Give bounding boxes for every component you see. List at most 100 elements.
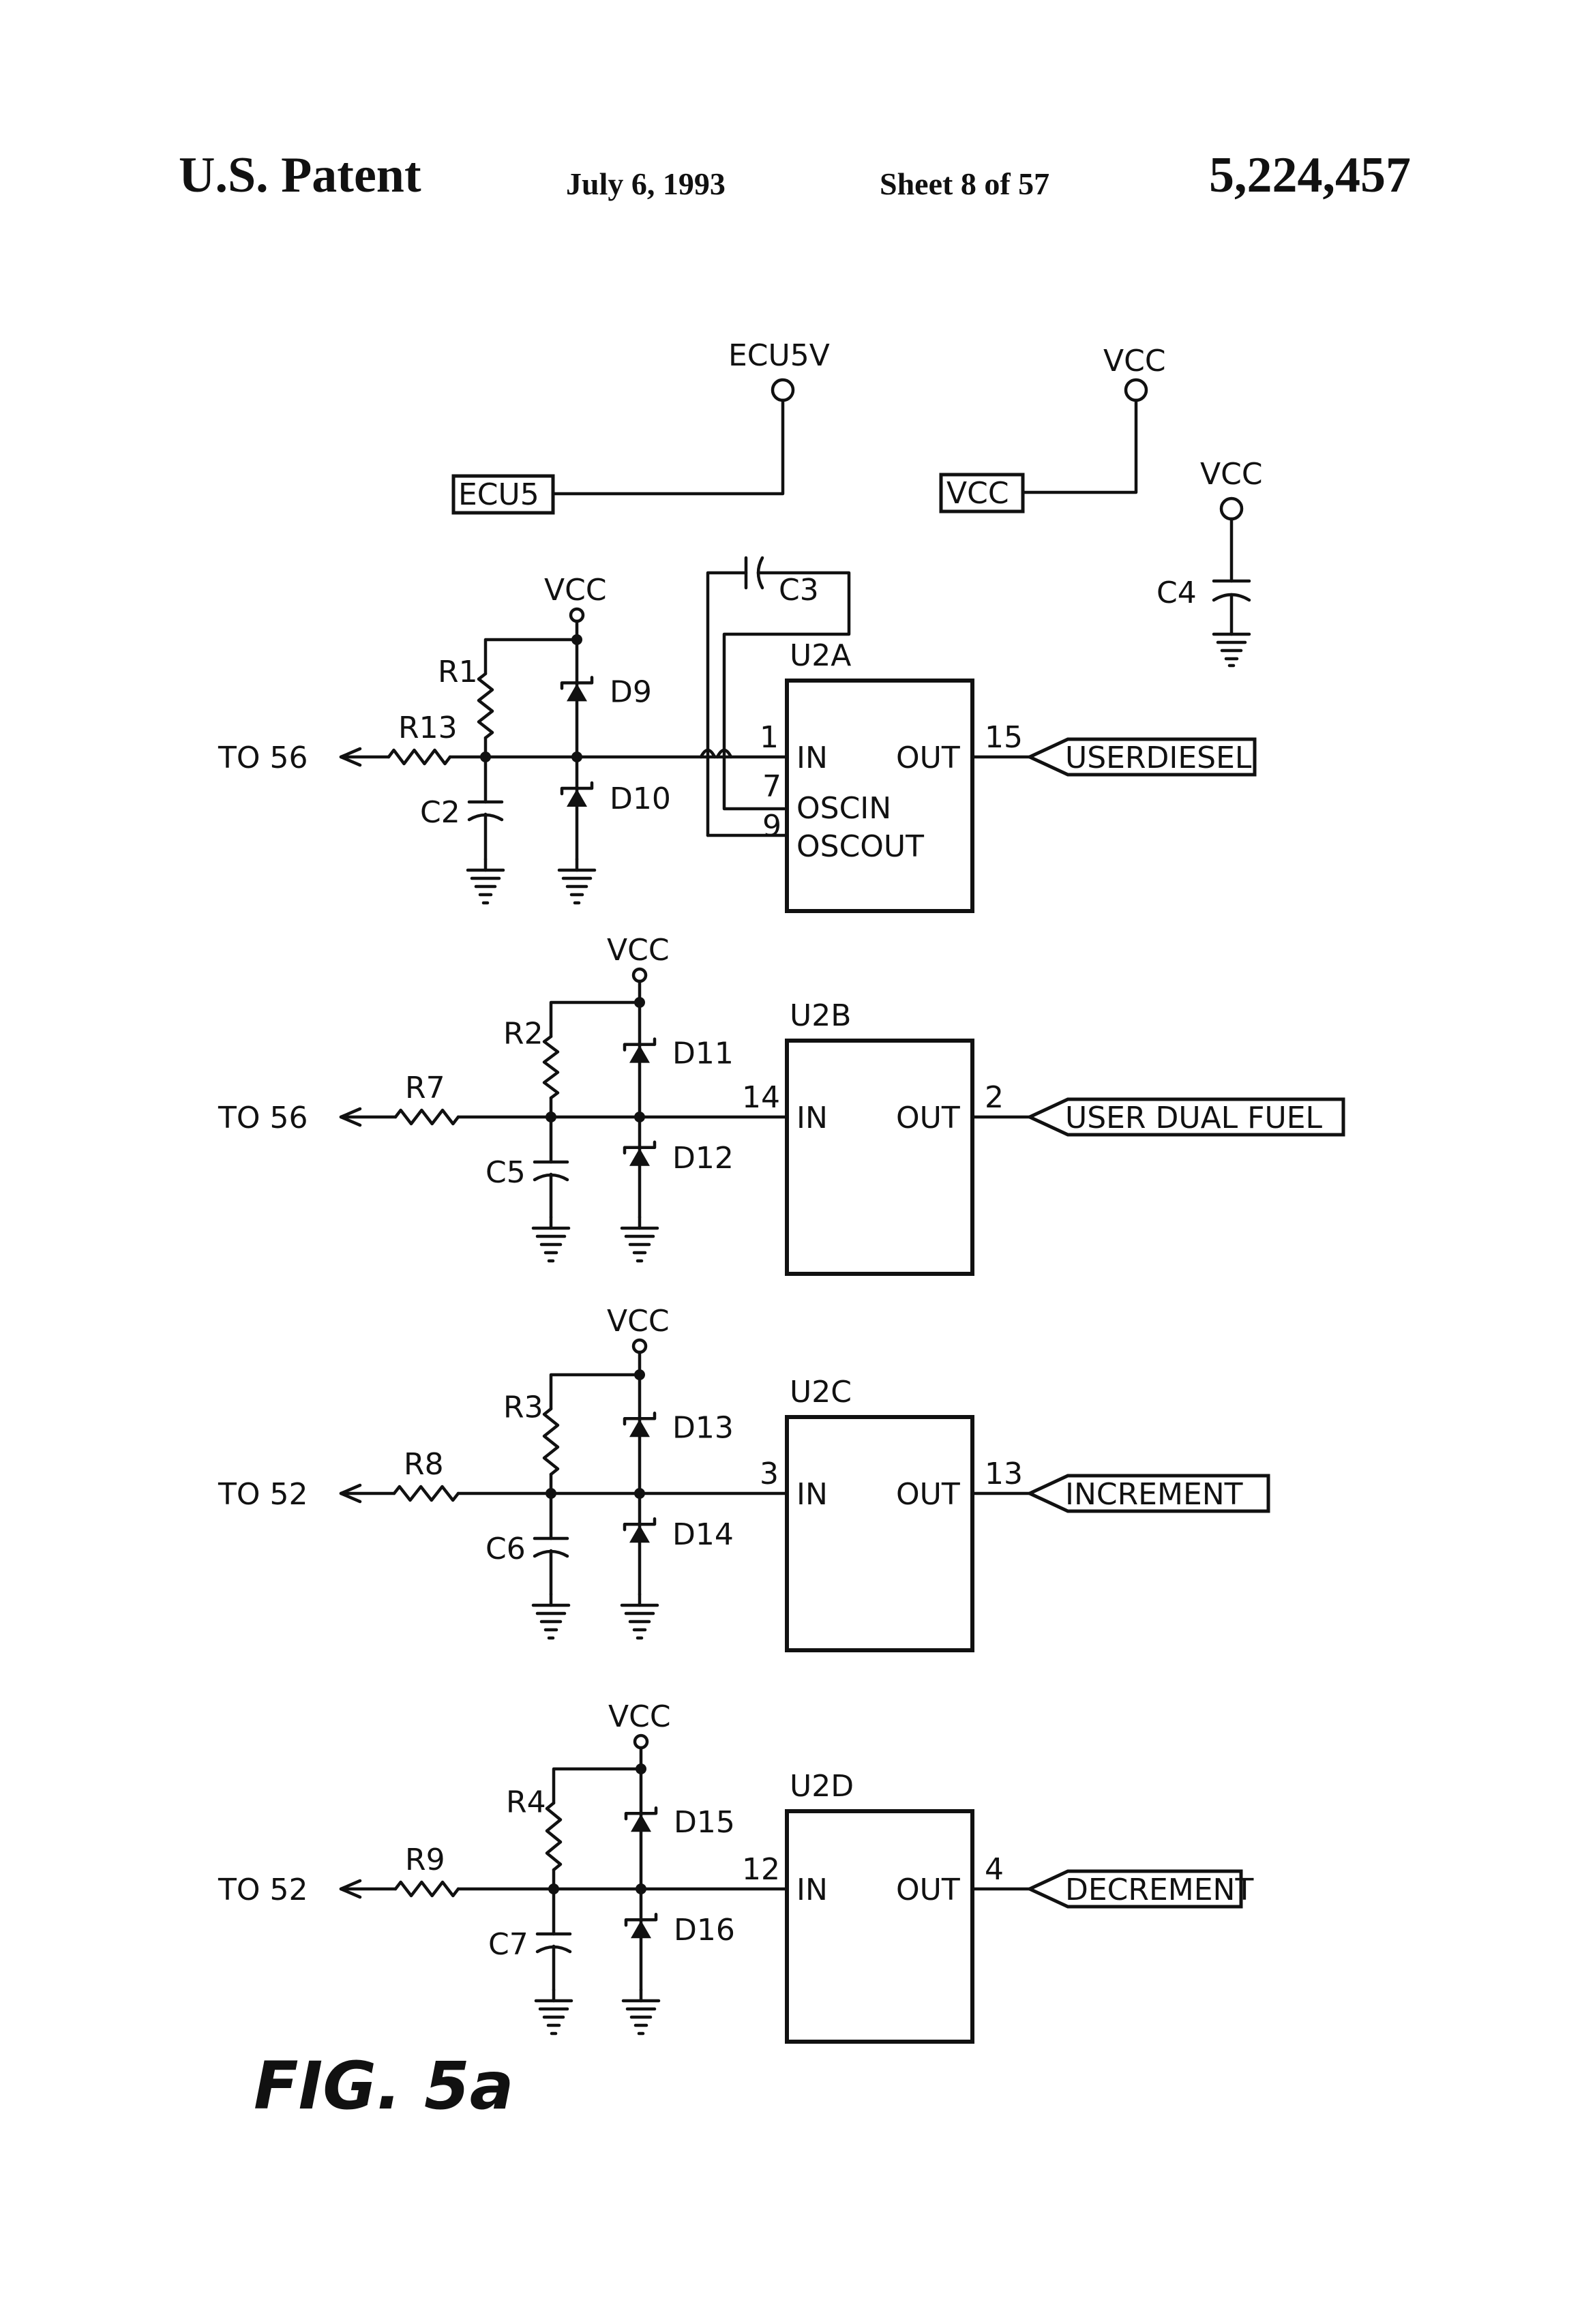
input-pin-number: 14	[742, 1080, 780, 1115]
input-pin-label: IN	[796, 1873, 828, 1907]
figure-label: FIG. 5a	[254, 2048, 514, 2124]
ground-symbol	[559, 870, 595, 903]
capacitor-label: C6	[486, 1532, 526, 1566]
chip-box	[787, 1417, 972, 1650]
output-pin-number: 4	[985, 1852, 1004, 1887]
destination-label: TO 52	[218, 1477, 308, 1512]
chip-label: U2B	[790, 998, 851, 1033]
ecu5v-label: ECU5V	[728, 338, 830, 373]
c4-vcc-label: VCC	[1200, 457, 1263, 492]
vcc-label: VCC	[544, 573, 607, 608]
vcc-terminal	[1126, 380, 1146, 400]
c4-ground-symbol	[1214, 634, 1249, 666]
zener-diode-bottom-body	[629, 1525, 650, 1543]
osc-in-pin-label: OSCIN	[796, 791, 891, 826]
chip-label: U2C	[790, 1375, 852, 1410]
input-pin-label: IN	[796, 741, 828, 775]
c4-label: C4	[1156, 576, 1197, 610]
pullup-resistor-label: R4	[506, 1785, 546, 1819]
vcc-terminal	[635, 1735, 647, 1748]
vcc-terminal	[633, 969, 646, 981]
pullup-wire	[551, 1002, 640, 1037]
osc-out-pin-number: 9	[762, 809, 781, 844]
channel-u2d: TO 52 R9 VCC R4C7 D15D16 U2D 12IN OUT 4DECREMENT	[218, 1699, 1253, 2042]
input-pin-number: 12	[742, 1852, 780, 1887]
pullup-wire	[486, 640, 577, 674]
series-resistor	[395, 1882, 458, 1896]
zener-diode-bottom-body	[631, 1920, 651, 1938]
output-pin-number: 15	[985, 720, 1023, 755]
destination-label: TO 52	[218, 1873, 308, 1907]
vcc-label: VCC	[607, 933, 670, 968]
ground-symbol	[623, 2001, 659, 2034]
diode-top-label: D13	[672, 1410, 734, 1445]
zener-diode-top-body	[629, 1419, 650, 1437]
chip-label: U2A	[790, 638, 851, 673]
ground-symbol	[533, 1605, 569, 1638]
pullup-resistor	[479, 674, 492, 738]
ground-symbol	[622, 1228, 657, 1261]
diode-top-label: D15	[674, 1805, 735, 1840]
output-pin-label: OUT	[896, 741, 960, 775]
ecu5v-wire	[553, 400, 783, 494]
series-resistor	[395, 1110, 458, 1124]
zener-diode-top-body	[631, 1814, 651, 1832]
pullup-resistor	[544, 1409, 558, 1474]
channel-u2c: TO 52R8VCCR3C6D13D14U2C3INOUT13INCREMENT	[218, 1304, 1268, 1650]
zener-diode-bottom-body	[629, 1148, 650, 1166]
osc-in-pin-number: 7	[762, 769, 781, 804]
diode-bottom-label: D10	[610, 781, 671, 816]
capacitor-label: C2	[420, 795, 460, 830]
destination-label: TO 56	[218, 741, 308, 775]
pullup-wire	[554, 1769, 641, 1803]
osc-out-pin-label: OSCOUT	[796, 829, 924, 864]
signal-label: USER DUAL FUEL	[1065, 1101, 1322, 1135]
pullup-resistor-label: R3	[503, 1390, 543, 1425]
capacitor-label: C5	[486, 1155, 526, 1190]
c4-vcc-terminal	[1221, 498, 1242, 519]
vcc-power-section: VCC VCC	[941, 344, 1166, 511]
output-pin-label: OUT	[896, 1873, 960, 1907]
capacitor-label: C7	[488, 1927, 528, 1962]
ground-symbol	[468, 870, 503, 903]
vcc-label: VCC	[608, 1699, 671, 1734]
series-resistor	[394, 1487, 458, 1500]
vcc-label: VCC	[607, 1304, 670, 1339]
signal-label: DECREMENT	[1065, 1873, 1253, 1907]
c3-left-wire	[708, 573, 746, 835]
chip-box	[787, 1041, 972, 1274]
vcc-label: VCC	[1103, 344, 1166, 378]
output-pin-number: 2	[985, 1080, 1004, 1115]
series-resistor-label: R13	[398, 711, 458, 745]
chip-box	[787, 1811, 972, 2042]
vcc-tag-label: VCC	[946, 476, 1009, 511]
ground-symbol	[533, 1228, 569, 1261]
ground-symbol	[536, 2001, 571, 2034]
series-resistor-label: R9	[405, 1843, 445, 1877]
input-pin-number: 3	[760, 1457, 779, 1491]
c4-decoupling: VCC C4	[1156, 457, 1263, 666]
output-pin-label: OUT	[896, 1101, 960, 1135]
input-pin-label: IN	[796, 1477, 828, 1512]
series-resistor-label: R8	[404, 1447, 444, 1482]
signal-label: USERDIESEL	[1065, 741, 1252, 775]
diode-bottom-label: D14	[672, 1517, 734, 1552]
destination-label: TO 56	[218, 1101, 308, 1135]
vcc-wire	[1023, 400, 1136, 492]
pullup-resistor-label: R2	[503, 1016, 543, 1051]
input-pin-label: IN	[796, 1101, 828, 1135]
ecu5v-terminal	[773, 380, 793, 400]
vcc-terminal	[571, 609, 583, 621]
zener-diode-top-body	[567, 683, 587, 701]
channel-u2b: TO 56R7VCCR2C5D11D12U2B14INOUT2USER DUAL…	[218, 933, 1343, 1274]
signal-label: INCREMENT	[1065, 1477, 1243, 1512]
diode-top-label: D9	[610, 674, 652, 709]
ecu5-tag-label: ECU5	[458, 477, 539, 512]
diode-bottom-label: D16	[674, 1913, 735, 1948]
c3-label: C3	[779, 573, 819, 608]
diode-top-label: D11	[672, 1037, 734, 1071]
output-pin-label: OUT	[896, 1477, 960, 1512]
chip-label: U2D	[790, 1769, 854, 1804]
zener-diode-bottom-body	[567, 789, 587, 807]
